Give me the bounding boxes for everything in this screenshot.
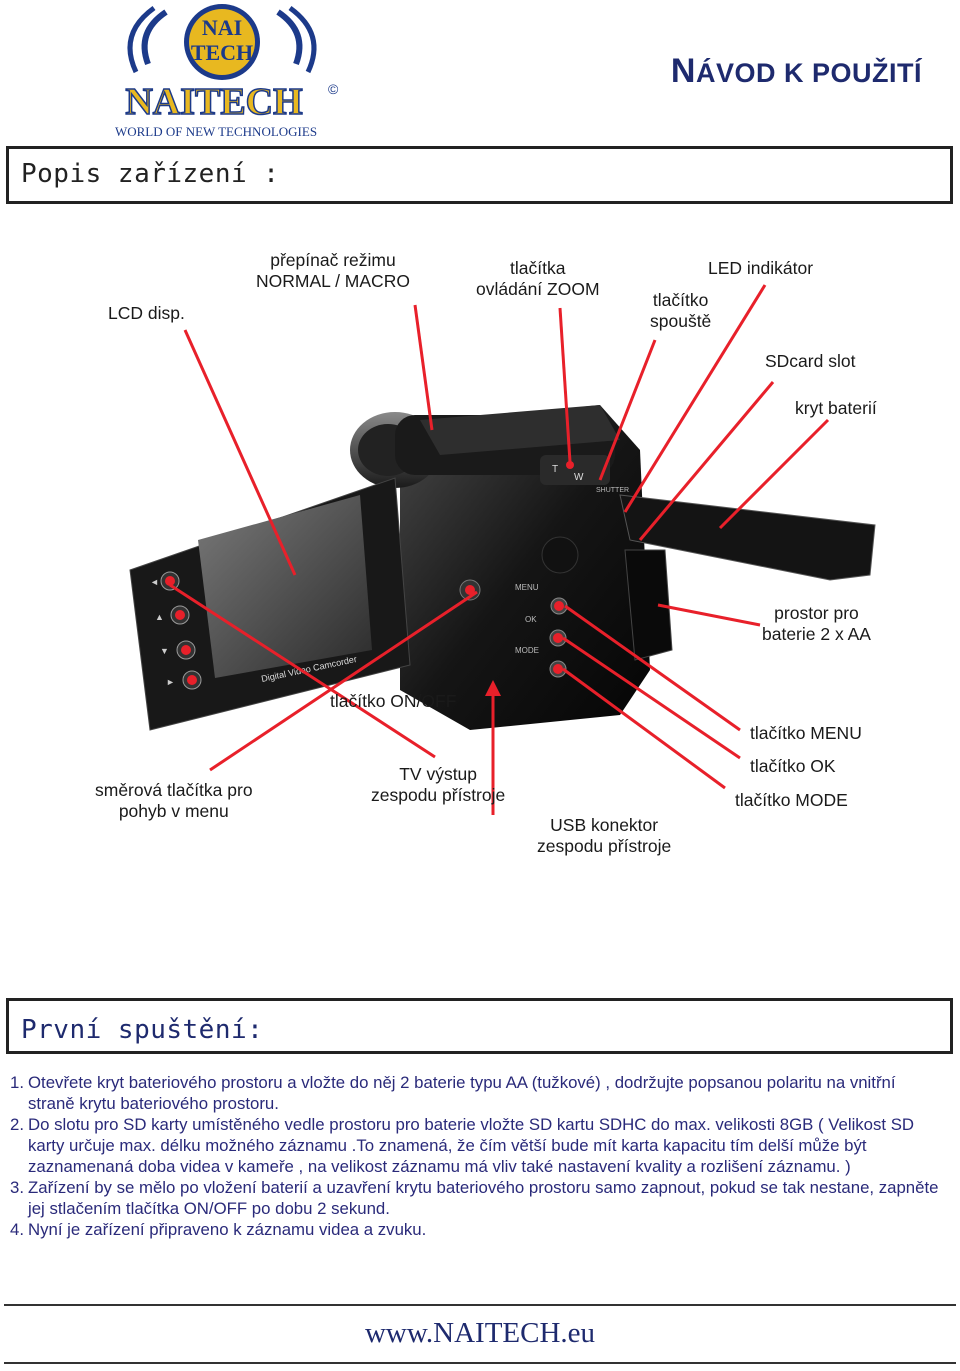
footer-divider-bottom (4, 1362, 956, 1364)
battery-cover (619, 494, 876, 581)
camera-button-labels: MENU OK MODE T W SHUTTER (515, 464, 629, 655)
camera-illustration: MENU OK MODE T W SHUTTER Digital Video C… (129, 284, 876, 815)
document-title-rest: ÁVOD K POUŽITÍ (695, 58, 922, 88)
label-mode-switch: přepínač režimu NORMAL / MACRO (256, 250, 410, 292)
label-mode-button: tlačítko MODE (735, 790, 848, 810)
logo-wordmark: NAITECH (125, 81, 302, 123)
instruction-item: 3. Zařízení by se mělo po vložení bateri… (10, 1177, 940, 1219)
logo-copyright: © (328, 81, 339, 97)
section-title-first-start: První spuštění: (21, 1015, 264, 1045)
label-zoom-line1: tlačítka (510, 258, 566, 278)
label-lcd-display: LCD disp. (108, 303, 185, 323)
camera-zoom-t: T (552, 464, 558, 475)
instruction-text: Otevřete kryt bateriového prostoru a vlo… (28, 1073, 896, 1113)
logo-badge-line2: TECH (191, 40, 253, 65)
label-nav-buttons: směrová tlačítka pro pohyb v menu (95, 780, 253, 822)
camera-body (350, 405, 673, 730)
instruction-text: Nyní je zařízení připraveno k záznamu vi… (28, 1220, 427, 1239)
label-menu-button: tlačítko MENU (750, 723, 862, 743)
label-nav-line1: směrová tlačítka pro (95, 780, 253, 800)
footer-divider (4, 1304, 956, 1306)
svg-text:▼: ▼ (160, 646, 169, 656)
label-ok-button: tlačítko OK (750, 756, 836, 776)
label-usb-line2: zespodu přístroje (537, 836, 672, 856)
instruction-text: Zařízení by se mělo po vložení baterií a… (28, 1178, 939, 1218)
camera-shutter-label: SHUTTER (596, 487, 629, 494)
camera-zoom-w: W (574, 472, 584, 483)
logo-badge-line1: NAI (202, 15, 242, 40)
label-usb-line1: USB konektor (550, 815, 659, 835)
label-zoom-buttons: tlačítka ovládání ZOOM (476, 258, 600, 300)
camera-menu-label: MENU (515, 583, 539, 592)
instruction-text: Do slotu pro SD karty umístěného vedle p… (28, 1115, 915, 1176)
label-tv-output: TV výstup zespodu přístroje (371, 764, 505, 806)
instruction-number: 1. (10, 1073, 24, 1092)
label-shutter-line2: spouště (650, 311, 712, 331)
instruction-number: 3. (10, 1178, 24, 1197)
footer-website-link[interactable]: www.NAITECH.eu (364, 1317, 596, 1349)
instruction-item: 2. Do slotu pro SD karty umístěného vedl… (10, 1114, 940, 1177)
instruction-number: 2. (10, 1115, 24, 1134)
label-battery-space-line2: baterie 2 x AA (762, 624, 871, 644)
section-first-start: První spuštění: (6, 998, 953, 1054)
label-sdcard-slot: SDcard slot (765, 351, 856, 371)
label-battery-cover: kryt baterií (795, 398, 877, 418)
onoff-arrowhead (485, 680, 501, 696)
camera-ok-label: OK (525, 615, 537, 624)
label-tv-line2: zespodu přístroje (371, 785, 506, 805)
instructions-list: 1. Otevřete kryt bateriového prostoru a … (10, 1072, 940, 1240)
naitech-logo: NAI TECH NAITECH © WORLD OF NEW TECHNOLO… (96, 2, 346, 142)
logo-tagline: WORLD OF NEW TECHNOLOGIES (115, 124, 317, 139)
instruction-item: 1. Otevřete kryt bateriového prostoru a … (10, 1072, 940, 1114)
instruction-item: 4. Nyní je zařízení připraveno k záznamu… (10, 1219, 940, 1240)
label-tv-line1: TV výstup (399, 764, 478, 784)
svg-text:▲: ▲ (155, 612, 164, 622)
label-zoom-line2: ovládání ZOOM (476, 279, 600, 299)
pointer-dots (165, 461, 574, 685)
label-usb-connector: USB konektor zespodu přístroje (537, 815, 671, 857)
instruction-number: 4. (10, 1220, 24, 1239)
section-title-device: Popis zařízení : (21, 159, 280, 189)
pointer-lines (169, 284, 830, 815)
label-mode-switch-line1: přepínač režimu (270, 250, 396, 270)
label-shutter-button: tlačítko spouště (650, 290, 711, 332)
section-device-description: Popis zařízení : (6, 146, 953, 204)
svg-text:►: ► (166, 677, 175, 687)
label-battery-space-line1: prostor pro (774, 603, 859, 623)
camera-diagram: MENU OK MODE T W SHUTTER Digital Video C… (0, 210, 960, 890)
svg-text:◄: ◄ (150, 577, 159, 587)
logo-graphic: NAI TECH NAITECH © WORLD OF NEW TECHNOLO… (115, 4, 339, 139)
label-mode-switch-line2: NORMAL / MACRO (256, 271, 410, 291)
label-shutter-line1: tlačítko (652, 290, 709, 310)
label-onoff-button: tlačítko ON/OFF (330, 691, 457, 711)
camera-mode-label: MODE (515, 646, 539, 655)
label-battery-space: prostor pro baterie 2 x AA (762, 603, 871, 645)
label-led-indicator: LED indikátor (708, 258, 814, 278)
document-title-initial: N (670, 52, 696, 90)
document-title: NÁVOD K POUŽITÍ (671, 52, 922, 91)
label-nav-line2: pohyb v menu (118, 801, 229, 821)
